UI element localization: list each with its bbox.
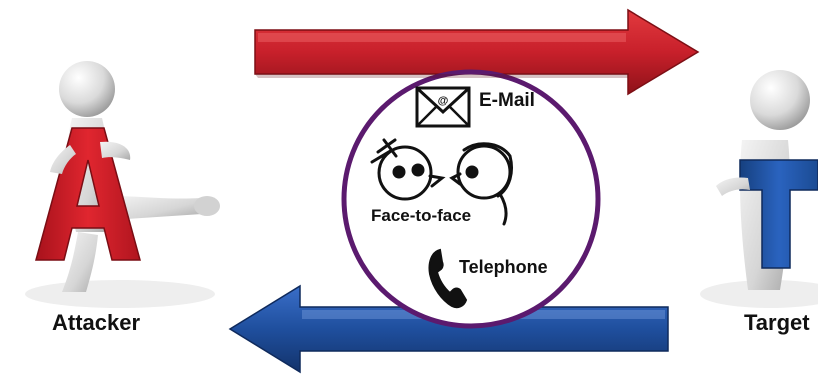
face-to-face-label: Face-to-face [371,206,471,226]
channel-circle [344,72,598,326]
email-label: E-Mail [479,90,535,112]
attacker-figure [36,61,220,292]
attacker-label: Attacker [52,310,140,336]
target-label: Target [744,310,810,336]
envelope-icon: @ [417,88,469,126]
top-arrow-edge [255,74,628,78]
top-arrow-highlight [258,33,626,42]
telephone-label: Telephone [459,257,548,278]
attacker-shadow [25,280,215,308]
email-at-sign: @ [438,95,449,107]
target-figure [716,70,818,290]
